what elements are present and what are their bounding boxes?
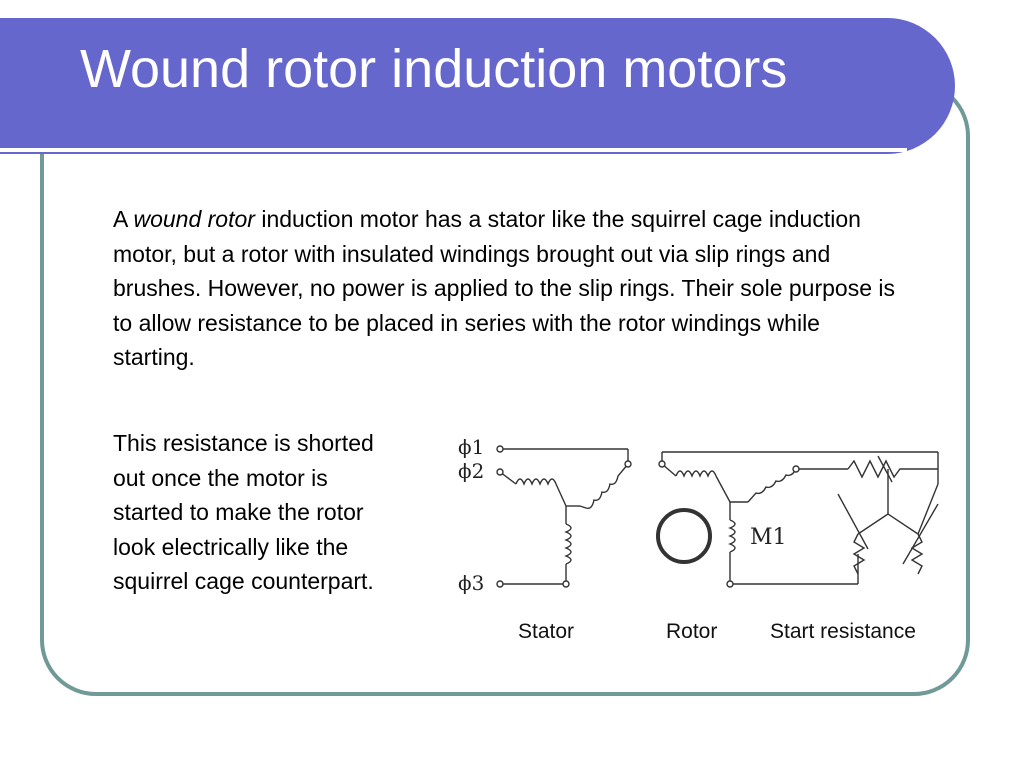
intro-lead: A	[113, 206, 134, 232]
intro-rest: induction motor has a stator like the sq…	[113, 206, 895, 370]
slide-title: Wound rotor induction motors	[80, 39, 788, 99]
phase2-label: ϕ2	[458, 459, 484, 483]
wound-rotor-diagram: ϕ1 ϕ2 ϕ3 M1 Stator Rotor Start resistanc…	[458, 435, 939, 643]
rotor-winding	[656, 451, 938, 588]
stator-winding	[496, 445, 632, 588]
phase1-label: ϕ1	[458, 435, 484, 459]
resistance-paragraph: This resistance is shorted out once the …	[113, 430, 374, 594]
phase3-label: ϕ3	[458, 571, 484, 595]
rotor-label: Rotor	[666, 620, 717, 643]
title-bar	[0, 18, 955, 154]
motor-label: M1	[750, 525, 787, 550]
start-resistance	[837, 452, 939, 575]
stator-label: Stator	[518, 620, 574, 643]
title-underline	[0, 148, 907, 152]
intro-emphasis: wound rotor	[133, 206, 255, 232]
start-resistance-label: Start resistance	[770, 620, 916, 643]
slide-frame	[40, 80, 970, 696]
intro-paragraph: A wound rotor induction motor has a stat…	[113, 202, 903, 375]
